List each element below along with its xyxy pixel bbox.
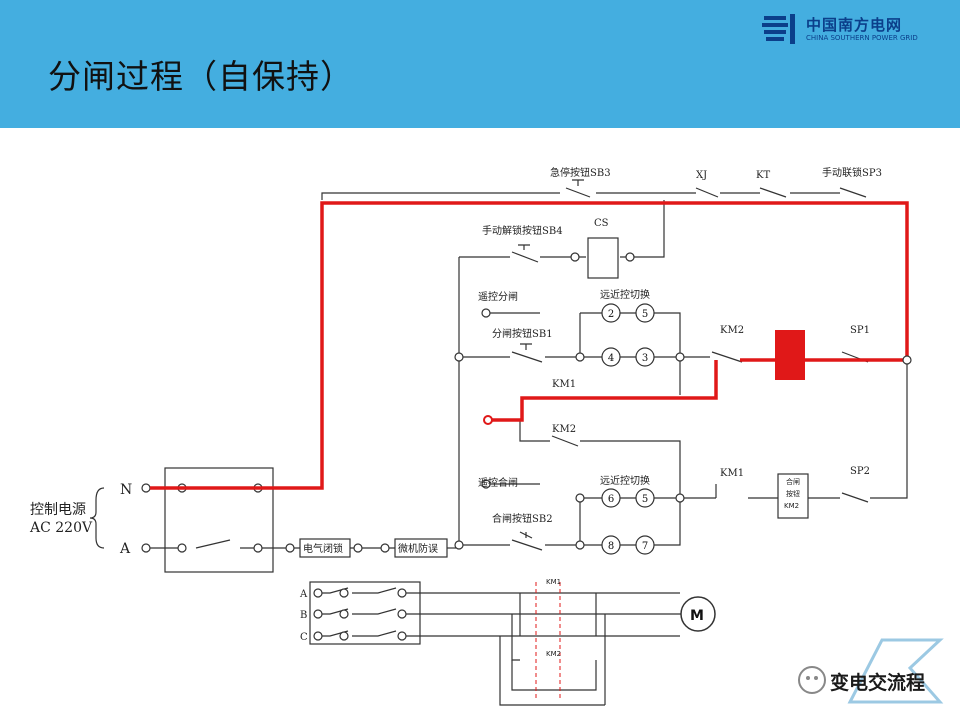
label-sp3: 手动联锁SP3 bbox=[822, 166, 882, 179]
terminal-3: 3 bbox=[642, 353, 648, 364]
black-wiring bbox=[146, 192, 908, 706]
label-remote-close: 遥控合闸 bbox=[478, 476, 518, 489]
label-close-coil-2: 按钮 bbox=[786, 489, 800, 498]
logo-text-en: CHINA SOUTHERN POWER GRID bbox=[806, 34, 918, 42]
label-supply-1: 控制电源 bbox=[30, 502, 86, 518]
electrical-interlock-box bbox=[299, 538, 351, 558]
label-remote-near-1: 远近控切换 bbox=[600, 288, 650, 301]
label-km1-motor: KM1 bbox=[546, 578, 561, 586]
label-km1-low: KM1 bbox=[720, 468, 744, 479]
label-elec-lock: 电气闭锁 bbox=[303, 542, 343, 555]
label-xj: XJ bbox=[696, 170, 707, 181]
label-sb2: 合闸按钮SB2 bbox=[492, 512, 553, 525]
switch-contacts bbox=[511, 179, 869, 551]
microcomputer-interlock-box bbox=[394, 538, 448, 558]
motor-symbol bbox=[680, 596, 716, 632]
label-phase-c: C bbox=[300, 632, 308, 643]
terminal-nodes bbox=[601, 303, 655, 555]
supply-brace bbox=[89, 487, 105, 549]
km-dashed-links bbox=[535, 582, 561, 700]
label-micro-lock: 微机防误 bbox=[398, 542, 438, 555]
label-a: A bbox=[119, 541, 131, 557]
label-kt: KT bbox=[756, 170, 770, 181]
terminal-8: 8 bbox=[608, 541, 614, 552]
terminal-5a: 5 bbox=[642, 309, 648, 320]
watermark-logo-icon bbox=[798, 638, 944, 704]
label-sp1: SP1 bbox=[850, 325, 870, 336]
label-motor: M bbox=[690, 608, 704, 624]
label-sb3: 急停按钮SB3 bbox=[550, 166, 611, 179]
label-sb1: 分闸按钮SB1 bbox=[492, 327, 553, 340]
right-junction bbox=[902, 355, 912, 365]
label-n: N bbox=[120, 482, 132, 498]
grid-logo-icon bbox=[762, 14, 795, 44]
terminal-7: 7 bbox=[642, 541, 648, 552]
label-km2-top: KM2 bbox=[720, 325, 744, 336]
label-supply-2: AC 220V bbox=[29, 520, 93, 536]
terminal-6: 6 bbox=[608, 494, 614, 505]
terminal-4: 4 bbox=[608, 353, 614, 364]
label-cs: CS bbox=[594, 218, 609, 229]
label-km2-mid: KM2 bbox=[552, 424, 576, 435]
watermark-text: 变电交流程 bbox=[830, 672, 926, 694]
label-km1-mid: KM1 bbox=[552, 379, 576, 390]
close-coil-box bbox=[777, 473, 809, 519]
label-remote-open: 遥控分闸 bbox=[478, 290, 518, 303]
label-phase-a: A bbox=[299, 589, 308, 600]
label-sb4: 手动解锁按钮SB4 bbox=[482, 224, 563, 237]
label-close-coil-1: 合闸 bbox=[786, 477, 800, 486]
terminal-5b: 5 bbox=[642, 494, 648, 505]
red-junction bbox=[483, 415, 493, 425]
label-km2-motor: KM2 bbox=[546, 650, 561, 658]
cs-relay-box bbox=[587, 237, 619, 279]
label-phase-b: B bbox=[300, 610, 307, 621]
label-close-coil-3: KM2 bbox=[784, 502, 799, 510]
watermark: 变电交流程 bbox=[790, 632, 950, 712]
terminal-2: 2 bbox=[608, 309, 614, 320]
trip-coil-energized bbox=[775, 330, 805, 380]
label-sp2: SP2 bbox=[850, 466, 870, 477]
energized-path bbox=[150, 201, 909, 490]
control-circuit-diagram: 急停按钮SB3 XJ KT 手动联锁SP3 手动解锁按钮SB4 CS 遥控分闸 … bbox=[29, 166, 912, 706]
junction-dots bbox=[141, 252, 685, 641]
slide-title: 分闸过程（自保持） bbox=[48, 57, 354, 96]
label-remote-near-2: 远近控切换 bbox=[600, 474, 650, 487]
logo-text-cn: 中国南方电网 bbox=[806, 16, 903, 34]
company-logo: 中国南方电网 CHINA SOUTHERN POWER GRID bbox=[762, 12, 952, 48]
title-banner: 分闸过程（自保持） 中国南方电网 CHINA SOUTHERN POWER GR… bbox=[0, 0, 960, 128]
